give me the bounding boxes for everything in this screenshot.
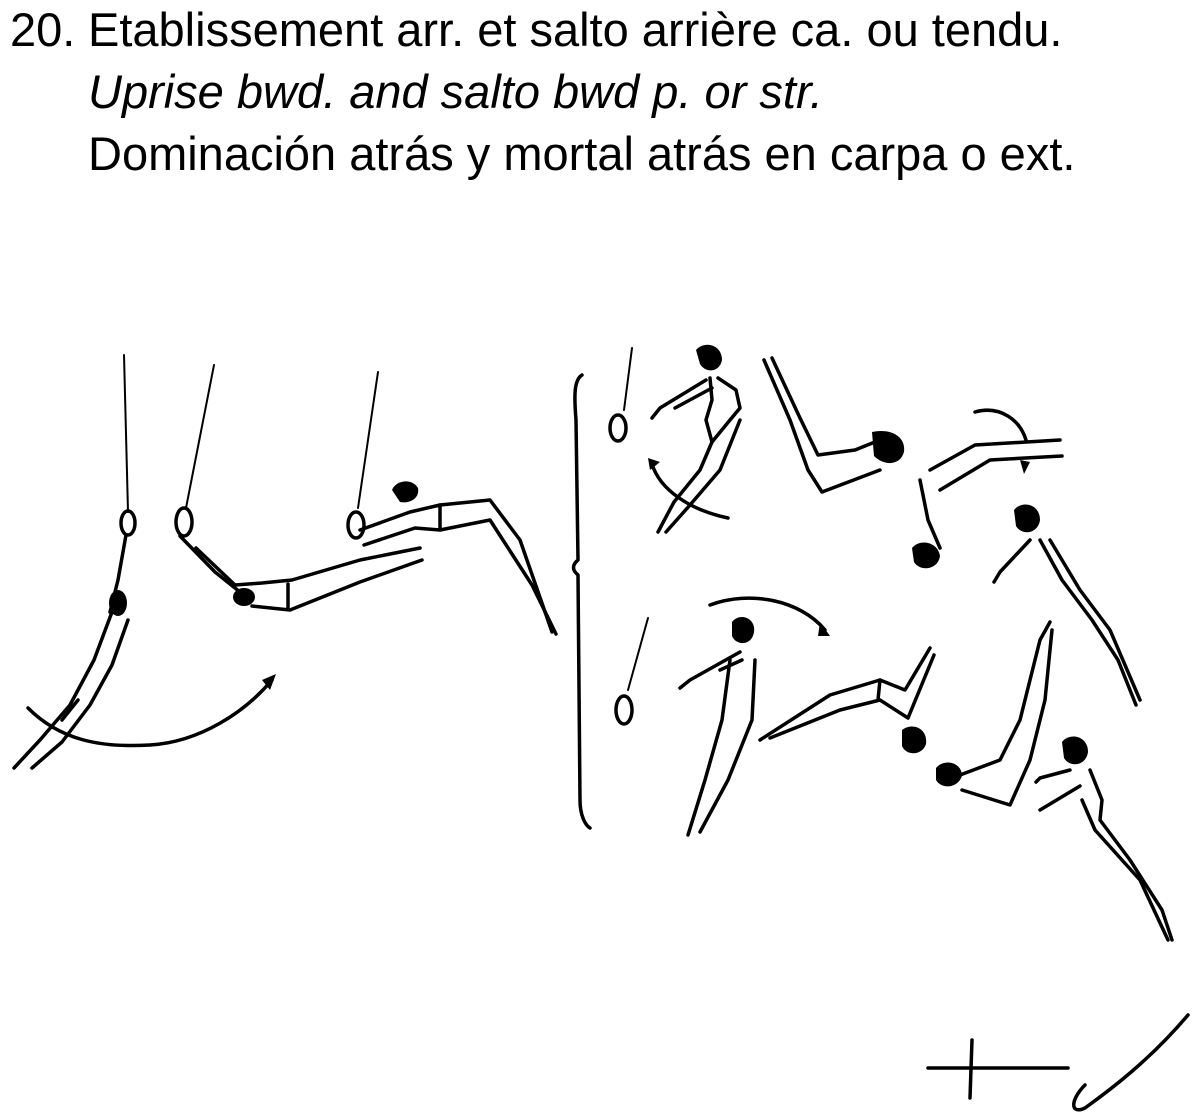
gymnast-figure-support xyxy=(346,371,558,636)
gymnast-figure-descent xyxy=(992,504,1142,707)
gymnast-figure-layout xyxy=(912,408,1064,569)
gymnast-figure-pike-1 xyxy=(762,356,905,494)
salto-sequence xyxy=(608,344,1174,942)
element-symbol xyxy=(926,1013,1190,1112)
sequence-separator xyxy=(571,373,592,830)
gymnast-figure-swing xyxy=(174,364,424,612)
gymnast-figure-swing-up xyxy=(678,596,830,837)
gymnast-figure-hang xyxy=(12,354,276,770)
gymnast-figure-open xyxy=(936,620,1054,807)
gymnast-figure-pike-2 xyxy=(758,646,936,754)
title-english: Uprise bwd. and salto bwd p. or str. xyxy=(88,65,823,118)
gymnast-figure-release xyxy=(648,344,742,534)
element-number: 20. xyxy=(10,3,76,56)
gymnast-figure-landing-approach xyxy=(1034,736,1174,942)
title-spanish: Dominación atrás y mortal atrás en carpa… xyxy=(88,127,1076,180)
uprise-sequence xyxy=(12,354,558,770)
title-french: Etablissement arr. et salto arrière ca. … xyxy=(88,3,1063,56)
